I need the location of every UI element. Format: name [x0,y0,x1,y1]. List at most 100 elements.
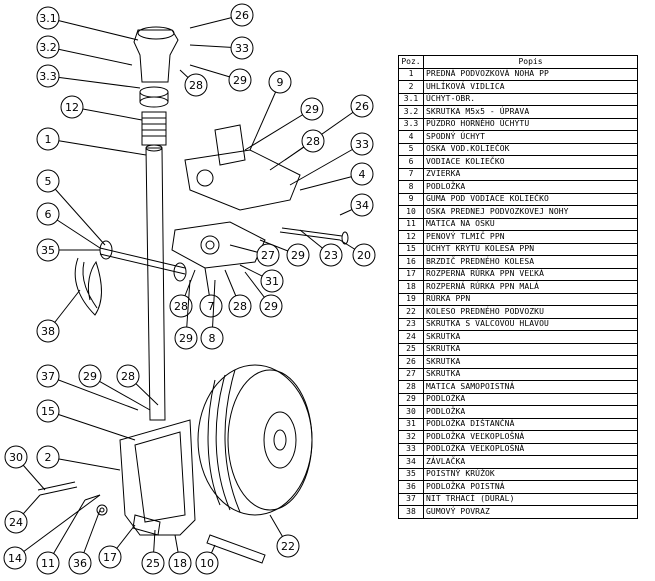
row-poz: 15 [398,242,424,256]
row-popis: KOLESO PREDNÉHO PODVOZKU [423,305,638,319]
callout-bubble [3,546,27,570]
callout-label: 15 [41,405,55,418]
row-poz: 29 [398,392,424,406]
callout-bubble [36,127,60,151]
row-popis: ROZPERNÁ RÚRKA PPN VEĽKÁ [423,267,638,281]
callout-leader [244,108,313,151]
row-popis: PENOVÝ TLMIČ PPN [423,230,638,244]
callout-label: 29 [83,370,97,383]
row-poz: 6 [398,155,424,169]
row-popis: MATICA SAMOPOISTNÁ [423,380,638,394]
callout-label: 24 [9,516,23,529]
callout-bubble [230,36,254,60]
wheel-tire-inner [227,369,313,511]
row-poz: 10 [398,205,424,219]
row-poz: 5 [398,142,424,156]
row-popis: NIT TRHACÍ (DURAL) [423,492,638,506]
callout-label: 29 [291,249,305,262]
callout-label: 1 [45,133,52,146]
callout-label: 33 [235,42,249,55]
callout-bubble [36,319,60,343]
callout-bubble [36,169,60,193]
callout-label: 14 [8,552,22,565]
callout-label: 6 [45,208,52,221]
callout-label: 23 [324,249,338,262]
row-popis: PODLOŽKA VEĽKOPLOŠNÁ [423,430,638,444]
callout-bubble [36,35,60,59]
callout-leader [289,143,363,186]
guide-roller-axle [99,247,186,275]
callout-label: 28 [174,300,188,313]
row-poz: 3.3 [398,117,424,131]
row-poz: 35 [398,467,424,481]
row-poz: 3.1 [398,92,424,106]
callout-bubble [352,243,376,267]
row-poz: 32 [398,430,424,444]
callout-label: 17 [103,551,117,564]
screw-hardware [37,481,101,501]
row-popis: SKRUTKA [423,342,638,356]
row-popis: BRZDIČ PREDNÉHO KOLESA [423,255,638,269]
callout-label: 29 [179,332,193,345]
callout-label: 25 [146,557,160,570]
main-leg-tube [145,147,166,421]
callout-bubble [350,94,374,118]
callout-bubble [4,510,28,534]
row-poz: 30 [398,405,424,419]
callout-label: 36 [73,557,87,570]
callout-label: 11 [41,557,55,570]
row-popis: PODLOŽKA [423,392,638,406]
row-poz: 38 [398,505,424,519]
callout-leader [71,106,143,121]
wheel-axle-part [206,534,266,564]
row-popis: ZVIERKA [423,167,638,181]
callout-bubble [350,162,374,186]
callout-bubble [36,445,60,469]
callout-bubble [4,445,28,469]
callout-bubble [300,97,324,121]
row-poz: 17 [398,267,424,281]
callout-label: 27 [261,249,275,262]
callout-label: 3.3 [39,70,57,83]
row-popis: POISTNÝ KRÚŽOK [423,467,638,481]
callout-label: 10 [200,557,214,570]
callout-bubble [268,70,292,94]
header-popis: Popis [423,55,638,69]
callout-bubble [169,294,193,318]
callout-bubble [36,64,60,88]
row-poz: 11 [398,217,424,231]
row-popis: RÚRKA PPN [423,292,638,306]
callout-label: 2 [45,451,52,464]
callout-bubble [36,551,60,575]
callout-bubble [60,95,84,119]
row-popis: SKRUTKA M5x5 - ÚPRAVA [423,105,638,119]
upper-cap-part [133,29,179,83]
header-poz: Poz. [398,55,424,69]
callout-label: 28 [189,79,203,92]
row-popis: PREDNÁ PODVOZKOVÁ NOHA PP [423,67,638,81]
callout-label: 5 [45,175,52,188]
callout-bubble [301,129,325,153]
row-poz: 4 [398,130,424,144]
row-popis: UHLÍKOVÁ VIDLICA [423,80,638,94]
callout-leader [47,17,139,41]
foam-damper-part [141,111,167,146]
guide-roller-right [173,262,187,282]
bushing-part [139,86,169,98]
callout-label: 31 [265,275,279,288]
callout-bubble [116,364,140,388]
